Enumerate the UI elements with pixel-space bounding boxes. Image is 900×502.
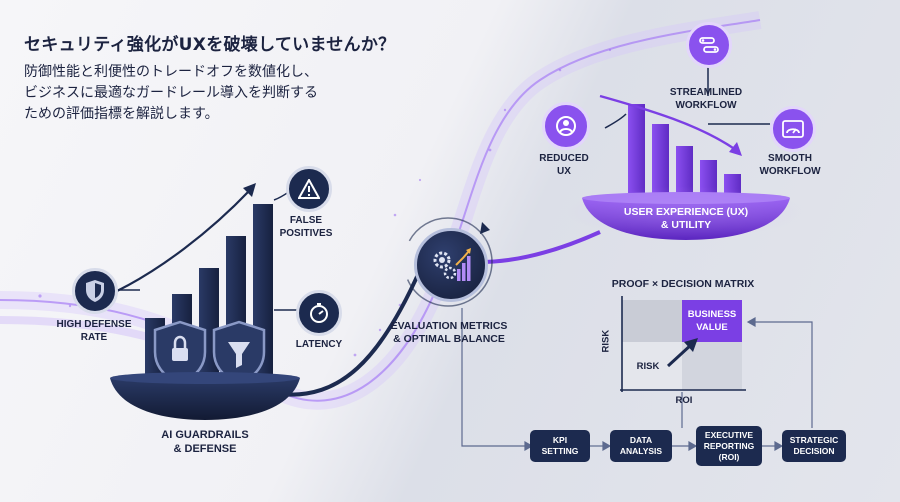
navy-connector	[279, 269, 422, 397]
latency-label: LATENCY	[295, 339, 343, 350]
workflow-icon	[686, 22, 732, 68]
subtitle-line-2: ビジネスに最適なガードレール導入を判断する	[24, 85, 318, 101]
subtitle-line-1: 防御性能と利便性のトレードオフを数値化し、	[24, 64, 318, 80]
matrix-risk-cell: RISK	[636, 361, 660, 372]
page-title: セキュリティ強化がUXを破壊していませんか？	[24, 35, 396, 55]
speed-gauge-icon	[770, 106, 816, 152]
false-positives-label: FALSE POSITIVES	[279, 215, 333, 239]
ai-guardrails-label: AI GUARDRAILS & DEFENSE	[161, 429, 249, 455]
purple-connector	[479, 230, 601, 264]
matrix-y-axis-label: RISK	[600, 329, 612, 353]
streamlined-workflow-label: STREAMLINED WORKFLOW	[669, 87, 743, 111]
stopwatch-icon	[296, 290, 342, 336]
flow-step-strategic-decision: STRATEGIC DECISION	[782, 430, 846, 462]
user-experience-label: USER EXPERIENCE (UX) & UTILITY	[623, 206, 749, 231]
flow-step-kpi-setting: KPI SETTING	[530, 430, 590, 462]
defense-bowl	[110, 378, 300, 420]
evaluation-gears-chart-icon	[414, 228, 488, 302]
user-face-icon	[542, 102, 590, 150]
matrix-x-axis-label: ROI	[675, 395, 693, 406]
falling-arrow	[599, 94, 737, 151]
flow-step-executive-reporting: EXECUTIVE REPORTING (ROI)	[696, 426, 762, 466]
flow-step-data-analysis: DATA ANALYSIS	[610, 430, 672, 462]
flow-lines	[461, 308, 813, 452]
matrix-business-value-cell: BUSINESS VALUE	[687, 309, 737, 333]
high-defense-rate-label: HIGH DEFENSE RATE	[56, 319, 132, 343]
warning-icon	[286, 166, 332, 212]
matrix-title: PROOF × DECISION MATRIX	[611, 278, 755, 290]
smooth-workflow-label: SMOOTH WORKFLOW	[759, 153, 821, 177]
lock-shield-icon	[153, 320, 207, 386]
high-defense-shield-icon	[72, 268, 118, 314]
reduced-ux-label: REDUCED UX	[539, 153, 589, 177]
evaluation-metrics-label: EVALUATION METRICS & OPTIMAL BALANCE	[390, 320, 508, 345]
rising-arrow	[114, 189, 251, 293]
subtitle-line-3: ための評価指標を解説します。	[24, 106, 219, 122]
decision-matrix	[620, 296, 746, 392]
